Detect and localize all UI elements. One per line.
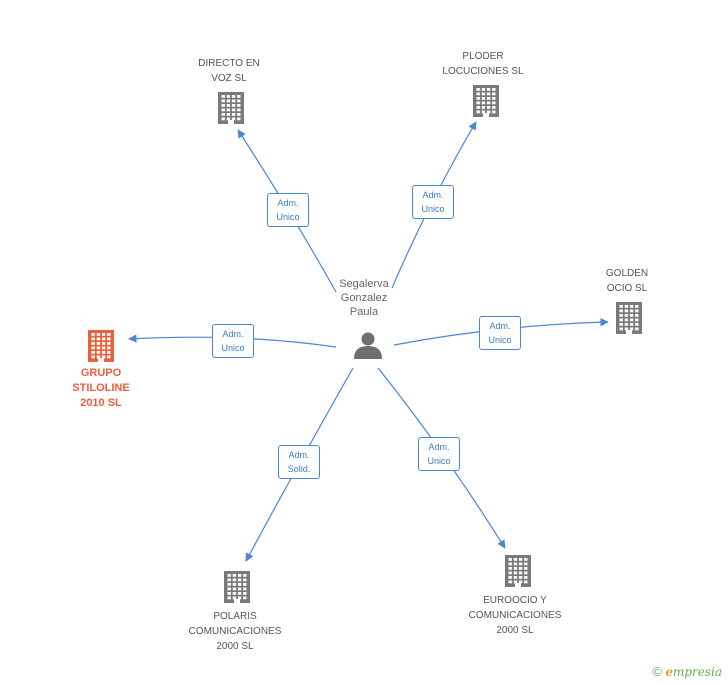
person-name-label[interactable]: Segalerva Gonzalez Paula [339, 278, 389, 318]
copyright-symbol: © [652, 664, 662, 679]
role-badge-grupo: Adm. Unico [212, 324, 254, 358]
role-badge-euroocio: Adm. Unico [418, 437, 460, 471]
building-icon-polaris[interactable] [224, 571, 250, 603]
company-label-polaris[interactable]: POLARIS COMUNICACIONES 2000 SL [188, 611, 282, 652]
building-icon-grupo[interactable] [88, 330, 114, 362]
role-badge-directo: Adm. Unico [267, 193, 309, 227]
role-badge-golden: Adm. Unico [479, 316, 521, 350]
role-badge-ploder: Adm. Unico [412, 185, 454, 219]
company-label-golden[interactable]: GOLDEN OCIO SL [605, 268, 649, 294]
company-label-ploder[interactable]: PLODER LOCUCIONES SL [442, 51, 524, 77]
building-icon-euroocio[interactable] [505, 555, 531, 587]
brand-logo: empresia [665, 665, 722, 679]
company-label-euroocio[interactable]: EUROOCIO Y COMUNICACIONES 2000 SL [468, 595, 562, 636]
building-icon-ploder[interactable] [473, 85, 499, 117]
footer-brand: © empresia [652, 664, 722, 679]
company-label-directo[interactable]: DIRECTO EN VOZ SL [198, 58, 260, 84]
company-label-grupo[interactable]: GRUPO STILOLINE 2010 SL [72, 367, 130, 409]
building-icon-directo[interactable] [218, 92, 244, 124]
person-icon[interactable] [354, 332, 382, 360]
nodes [88, 85, 642, 603]
role-badge-polaris: Adm. Solid. [278, 445, 320, 479]
building-icon-golden[interactable] [616, 302, 642, 334]
